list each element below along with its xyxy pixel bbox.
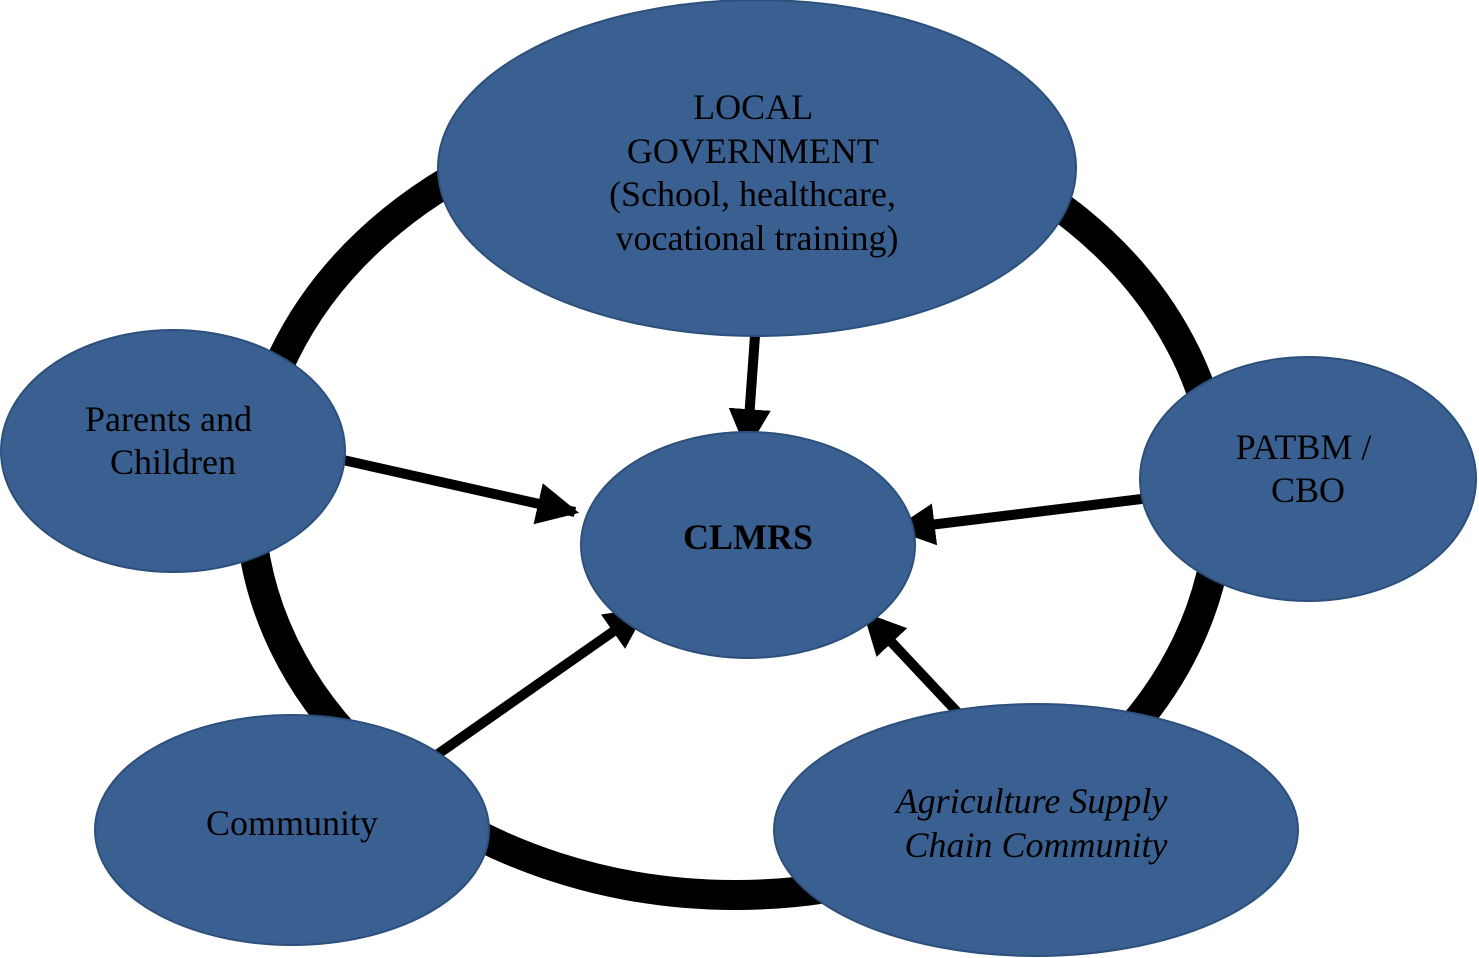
label-line: CLMRS (683, 517, 813, 557)
node-community: Community (94, 714, 490, 946)
node-parents-children: Parents and Children (0, 329, 346, 573)
label-line: LOCAL (693, 87, 812, 127)
label-line: Parents and (85, 399, 252, 439)
label-line: Chain Community (904, 825, 1167, 865)
node-local-government: LOCAL GOVERNMENT (School, healthcare, vo… (437, 0, 1077, 337)
node-shape (1139, 356, 1477, 602)
label-line: Children (110, 442, 236, 482)
node-label: Community (206, 803, 378, 843)
arrow-community-to-clmrs (415, 605, 648, 773)
arrow-parents-children-to-clmrs (310, 448, 580, 525)
label-line: (School, healthcare, (609, 174, 896, 214)
node-clmrs: CLMRS (580, 431, 916, 659)
node-shape (580, 431, 916, 659)
node-shape (0, 329, 346, 573)
arrow-patbm-cbo-to-clmrs (892, 491, 1167, 546)
node-label: LOCAL GOVERNMENT (School, healthcare, vo… (609, 87, 905, 258)
node-label: CLMRS (683, 517, 813, 557)
node-agriculture: Agriculture Supply Chain Community (773, 703, 1299, 957)
node-label: Parents and Children (85, 399, 261, 482)
label-line: GOVERNMENT (627, 131, 879, 171)
label-line: Agriculture Supply (894, 781, 1168, 821)
node-label: PATBM / CBO (1236, 427, 1381, 510)
node-shape (773, 703, 1299, 957)
label-line: vocational training) (616, 218, 899, 258)
node-label: Agriculture Supply Chain Community (894, 781, 1177, 865)
label-line: CBO (1271, 470, 1345, 510)
node-shape (437, 0, 1077, 337)
label-line: Community (206, 803, 378, 843)
node-patbm-cbo: PATBM / CBO (1139, 356, 1477, 602)
label-line: PATBM / (1236, 427, 1372, 467)
node-shape (94, 714, 490, 946)
